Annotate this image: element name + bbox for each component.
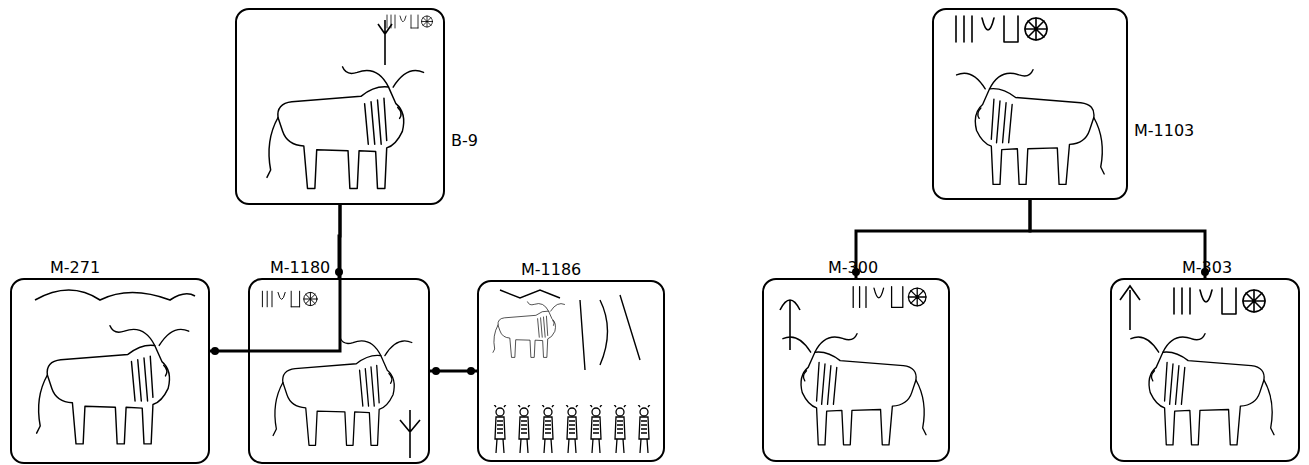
connector-dot <box>335 268 343 276</box>
connector-dot <box>211 347 219 355</box>
connector-line <box>1030 200 1205 278</box>
seal-box: M-300 <box>762 278 950 462</box>
connector-dot <box>432 367 440 375</box>
seal-label: M-1180 <box>270 259 330 277</box>
seal-box: M-1180 <box>248 278 430 464</box>
connector-line <box>339 205 340 278</box>
seal-box: B-9 <box>235 8 445 205</box>
seal-label: B-9 <box>451 132 478 150</box>
seal-label: M-1186 <box>521 261 581 279</box>
seal-label: M-271 <box>50 259 100 277</box>
seal-label: M-303 <box>1182 259 1232 277</box>
seal-label: M-300 <box>828 259 878 277</box>
seal-box: M-1103 <box>932 8 1128 200</box>
seal-box: M-271 <box>10 278 210 464</box>
seal-box: M-1186 <box>477 280 665 462</box>
connector-line <box>856 200 1030 278</box>
seal-label: M-1103 <box>1134 122 1194 140</box>
connector-dot <box>467 367 475 375</box>
seal-box: M-303 <box>1110 278 1300 462</box>
